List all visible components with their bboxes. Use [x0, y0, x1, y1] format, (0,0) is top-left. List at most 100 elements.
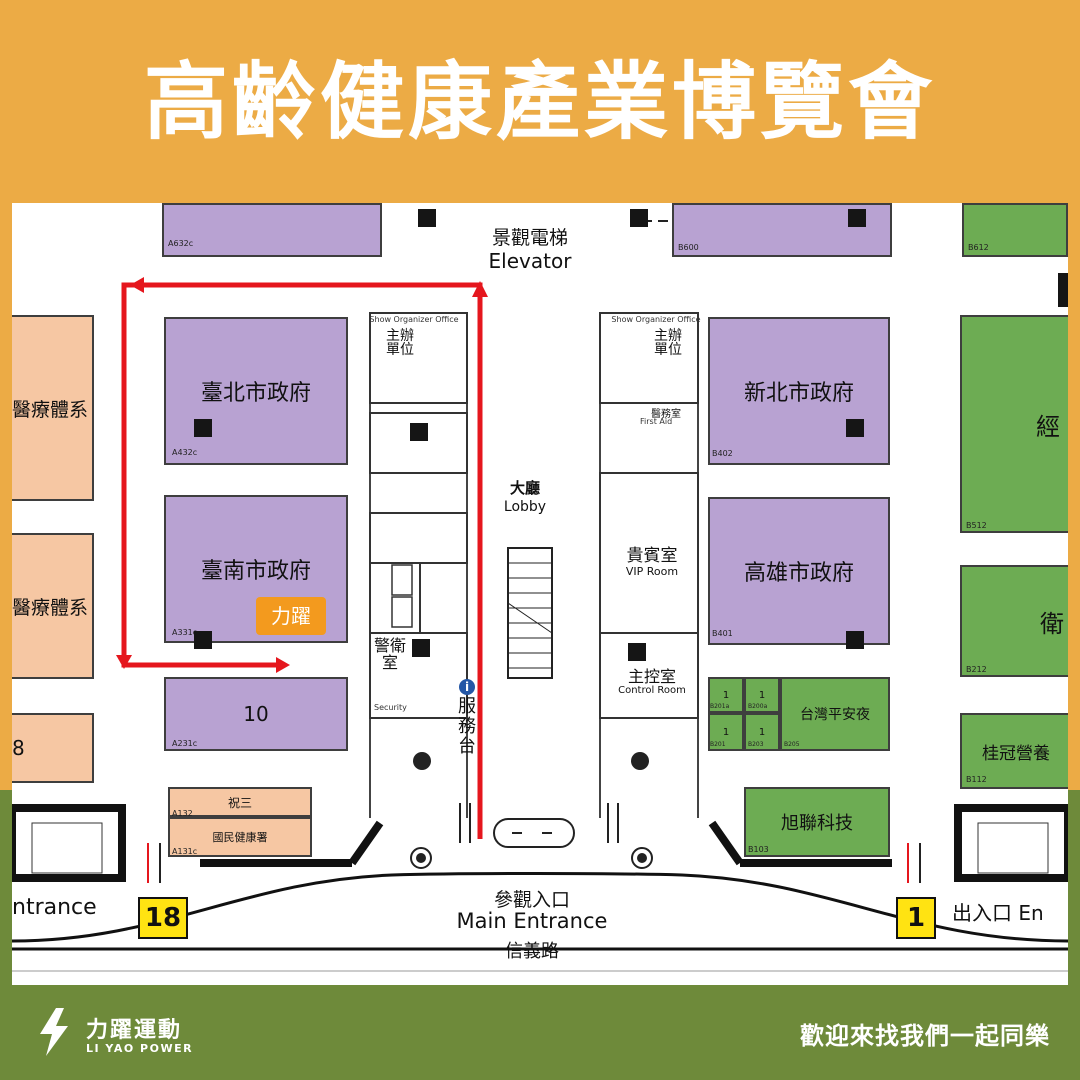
booth-label: 臺北市政府	[200, 381, 311, 406]
booth-code: B201a	[710, 703, 730, 710]
liyao-location-badge[interactable]: 力躍	[256, 597, 326, 635]
booth-code: A432c	[172, 448, 198, 457]
footer-tagline: 歡迎來找我們一起同樂	[800, 1022, 1050, 1050]
booth-code: B600	[678, 243, 699, 252]
booth-label: 衛	[1040, 609, 1064, 638]
booth-grid-3[interactable]: 1	[708, 713, 744, 751]
booth-code: B512	[966, 521, 987, 530]
booth-guiguan[interactable]: 桂冠營養	[960, 713, 1068, 789]
booth-label: 1	[722, 689, 730, 701]
brand-name-en: LI YAO POWER	[86, 1042, 194, 1055]
security-label-en: Security	[374, 703, 407, 712]
pillar	[412, 639, 430, 657]
booth-right-1[interactable]: 經	[960, 315, 1068, 533]
booth-grid-4[interactable]: 1	[744, 713, 780, 751]
map-structure	[12, 220, 1068, 972]
booth-label: 醫療體系	[12, 398, 89, 421]
elevator-label-en: Elevator	[488, 249, 572, 273]
first-aid-label-zh: 醫務室	[651, 409, 681, 420]
booth-code: A231c	[172, 739, 198, 748]
control-room-label-en: Control Room	[618, 685, 686, 696]
lobby-label-zh: 大廳	[509, 479, 540, 497]
booth-label: 新北市政府	[743, 381, 854, 406]
booth-label: 經	[1036, 412, 1060, 441]
organizer-label-en-right: Show Organizer Office	[611, 315, 701, 324]
booth-code: A632c	[168, 239, 194, 248]
booth-right-2[interactable]: 衛	[960, 565, 1068, 677]
booth-label: 祝三	[227, 795, 252, 810]
security-label-zh: 警衛室	[373, 636, 406, 672]
booth-label: 臺南市政府	[200, 559, 311, 584]
vip-room-label-en: VIP Room	[625, 565, 679, 578]
floor-map: A632c B600 B612 景觀電梯 Elevator 醫療體系 醫療體系 …	[12, 203, 1068, 985]
booth-label: 1	[758, 726, 766, 738]
first-aid-label-en: First Aid	[640, 417, 673, 426]
booth-label: 1	[758, 689, 766, 701]
booth-xulian[interactable]: 旭聯科技	[744, 787, 890, 857]
pillar	[1058, 273, 1068, 307]
booth-label: 10	[243, 702, 269, 726]
booth-top-right[interactable]	[962, 203, 1068, 257]
pillar	[846, 419, 864, 437]
pillar	[630, 209, 648, 227]
gate-18-sign: 18	[138, 897, 188, 939]
pillar	[846, 631, 864, 649]
organizer-label-zh: 主辦單位	[386, 328, 414, 358]
page-title: 高齡健康產業博覽會	[143, 53, 936, 151]
booth-10[interactable]: 10	[164, 677, 348, 751]
booth-code: B201	[710, 741, 726, 748]
booth-code: B200a	[748, 703, 768, 710]
organizer-label-zh-right: 主辦單位	[654, 328, 682, 358]
booth-newtaipei[interactable]: 新北市政府	[708, 317, 890, 465]
lobby-label-en: Lobby	[503, 499, 547, 515]
pillar	[194, 419, 212, 437]
brand-name: 力躍運動	[86, 1018, 183, 1043]
organizer-label-en: Show Organizer Office	[369, 315, 459, 324]
booth-kaohsiung[interactable]: 高雄市政府	[708, 497, 890, 645]
pillar	[410, 423, 428, 441]
booth-label: 國民健康署	[212, 831, 268, 844]
lightning-logo-icon	[40, 1008, 68, 1056]
booth-code: B402	[712, 449, 733, 458]
booth-label: 桂冠營養	[982, 743, 1050, 764]
booth-code: B401	[712, 629, 733, 638]
booth-code: B112	[966, 775, 987, 784]
pillar	[418, 209, 436, 227]
booth-code: B103	[748, 845, 769, 854]
booth-top-left[interactable]	[162, 203, 382, 257]
right-exit-label: 出入口 En	[952, 901, 1044, 925]
pillar	[848, 209, 866, 227]
booth-taipei[interactable]: 臺北市政府	[164, 317, 348, 465]
booth-left-1[interactable]: 醫療體系	[12, 315, 94, 501]
info-icon[interactable]: i	[459, 679, 475, 695]
header-banner: 高齡健康產業博覽會	[0, 0, 1080, 200]
booth-label: 旭聯科技	[781, 813, 853, 834]
booth-label: 1	[722, 726, 730, 738]
booth-label: 台灣平安夜	[800, 707, 870, 723]
entrance-label-zh: 參觀入口	[493, 889, 570, 911]
booth-code: A132	[172, 809, 193, 818]
booth-grid-2[interactable]: 1	[744, 677, 780, 713]
booth-code: B203	[748, 741, 764, 748]
booth-hpa[interactable]: 國民健康署	[168, 817, 312, 857]
booth-label: 醫療體系	[12, 596, 89, 619]
gate-1-sign: 1	[896, 897, 936, 939]
booth-zhusan[interactable]: 祝三	[168, 787, 312, 817]
booth-code: A131c	[172, 847, 198, 856]
booth-pingan[interactable]: 台灣平安夜	[780, 677, 890, 751]
entrance-label-en: Main Entrance	[456, 909, 608, 933]
service-desk-label: 服務台	[458, 696, 476, 757]
booth-code: B205	[784, 741, 800, 748]
road-label: 信義路	[505, 941, 559, 962]
booth-code: A331c	[172, 628, 198, 637]
booth-left-2[interactable]: 醫療體系	[12, 533, 94, 679]
booth-grid-1[interactable]: 1	[708, 677, 744, 713]
booth-code: B212	[966, 665, 987, 674]
booth-left-3[interactable]: 8	[12, 713, 94, 783]
booth-label: 高雄市政府	[743, 561, 854, 586]
pillar	[194, 631, 212, 649]
left-entrance-label: ntrance	[12, 895, 97, 920]
elevator-label-zh: 景觀電梯	[491, 227, 568, 249]
vip-room-label-zh: 貴賓室	[626, 546, 678, 566]
pillar	[628, 643, 646, 661]
